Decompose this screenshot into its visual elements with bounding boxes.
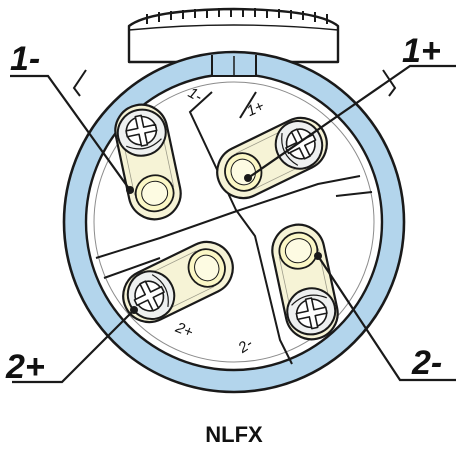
callout-top-left: 1-: [10, 40, 40, 78]
leader-dots: [126, 174, 322, 314]
pin-mark-bottom-left: 2+: [172, 319, 195, 342]
separators: [95, 91, 373, 365]
locking-tab: [127, 7, 340, 64]
pin-mark-top-right: 1+: [244, 97, 267, 120]
callout-top-right: 1+: [402, 32, 441, 70]
right-latch: [382, 69, 397, 97]
callout-bottom-left: 2+: [5, 348, 45, 386]
diagram-caption: NLFX: [205, 422, 263, 447]
leader-lines: [10, 64, 456, 384]
left-latch: [72, 69, 87, 97]
callout-bottom-right: 2-: [411, 344, 442, 382]
